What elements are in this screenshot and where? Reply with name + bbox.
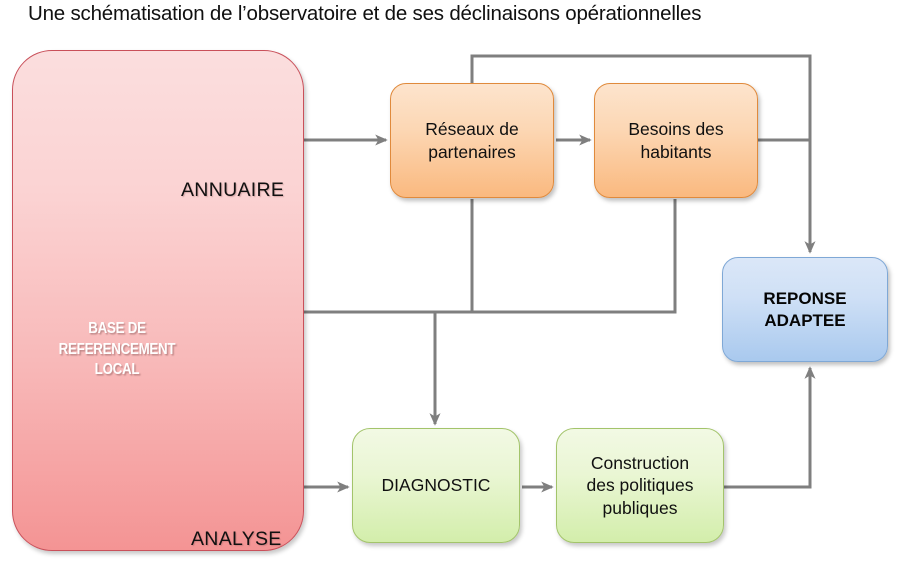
node-reseaux-label: Réseaux de partenaires — [425, 119, 519, 162]
node-annuaire[interactable]: ANNUAIRE — [181, 179, 285, 201]
connector-construction-to-reponse — [724, 366, 816, 489]
node-diagnostic-label: DIAGNOSTIC — [381, 475, 491, 496]
node-reponse-adaptee[interactable]: REPONSE ADAPTEE — [722, 257, 888, 362]
node-besoins-label: Besoins des habitants — [628, 119, 724, 162]
node-construction-label: Construction des politiques publiques — [586, 452, 694, 518]
node-construction-des-politiques-publiques[interactable]: Construction des politiques publiques — [556, 428, 724, 543]
node-besoins-des-habitants[interactable]: Besoins des habitants — [594, 83, 758, 198]
node-reseaux-de-partenaires[interactable]: Réseaux de partenaires — [390, 83, 554, 198]
node-base-de-referencement-local[interactable]: BASE DE REFERENCEMENT LOCAL ANNUAIRE ANA… — [12, 50, 304, 551]
page-title: Une schématisation de l’observatoire et … — [28, 2, 702, 25]
node-base-label: BASE DE REFERENCEMENT LOCAL — [58, 320, 176, 379]
node-reponse-label: REPONSE ADAPTEE — [763, 288, 847, 330]
node-diagnostic[interactable]: DIAGNOSTIC — [352, 428, 520, 543]
node-analyse[interactable]: ANALYSE — [191, 528, 282, 550]
